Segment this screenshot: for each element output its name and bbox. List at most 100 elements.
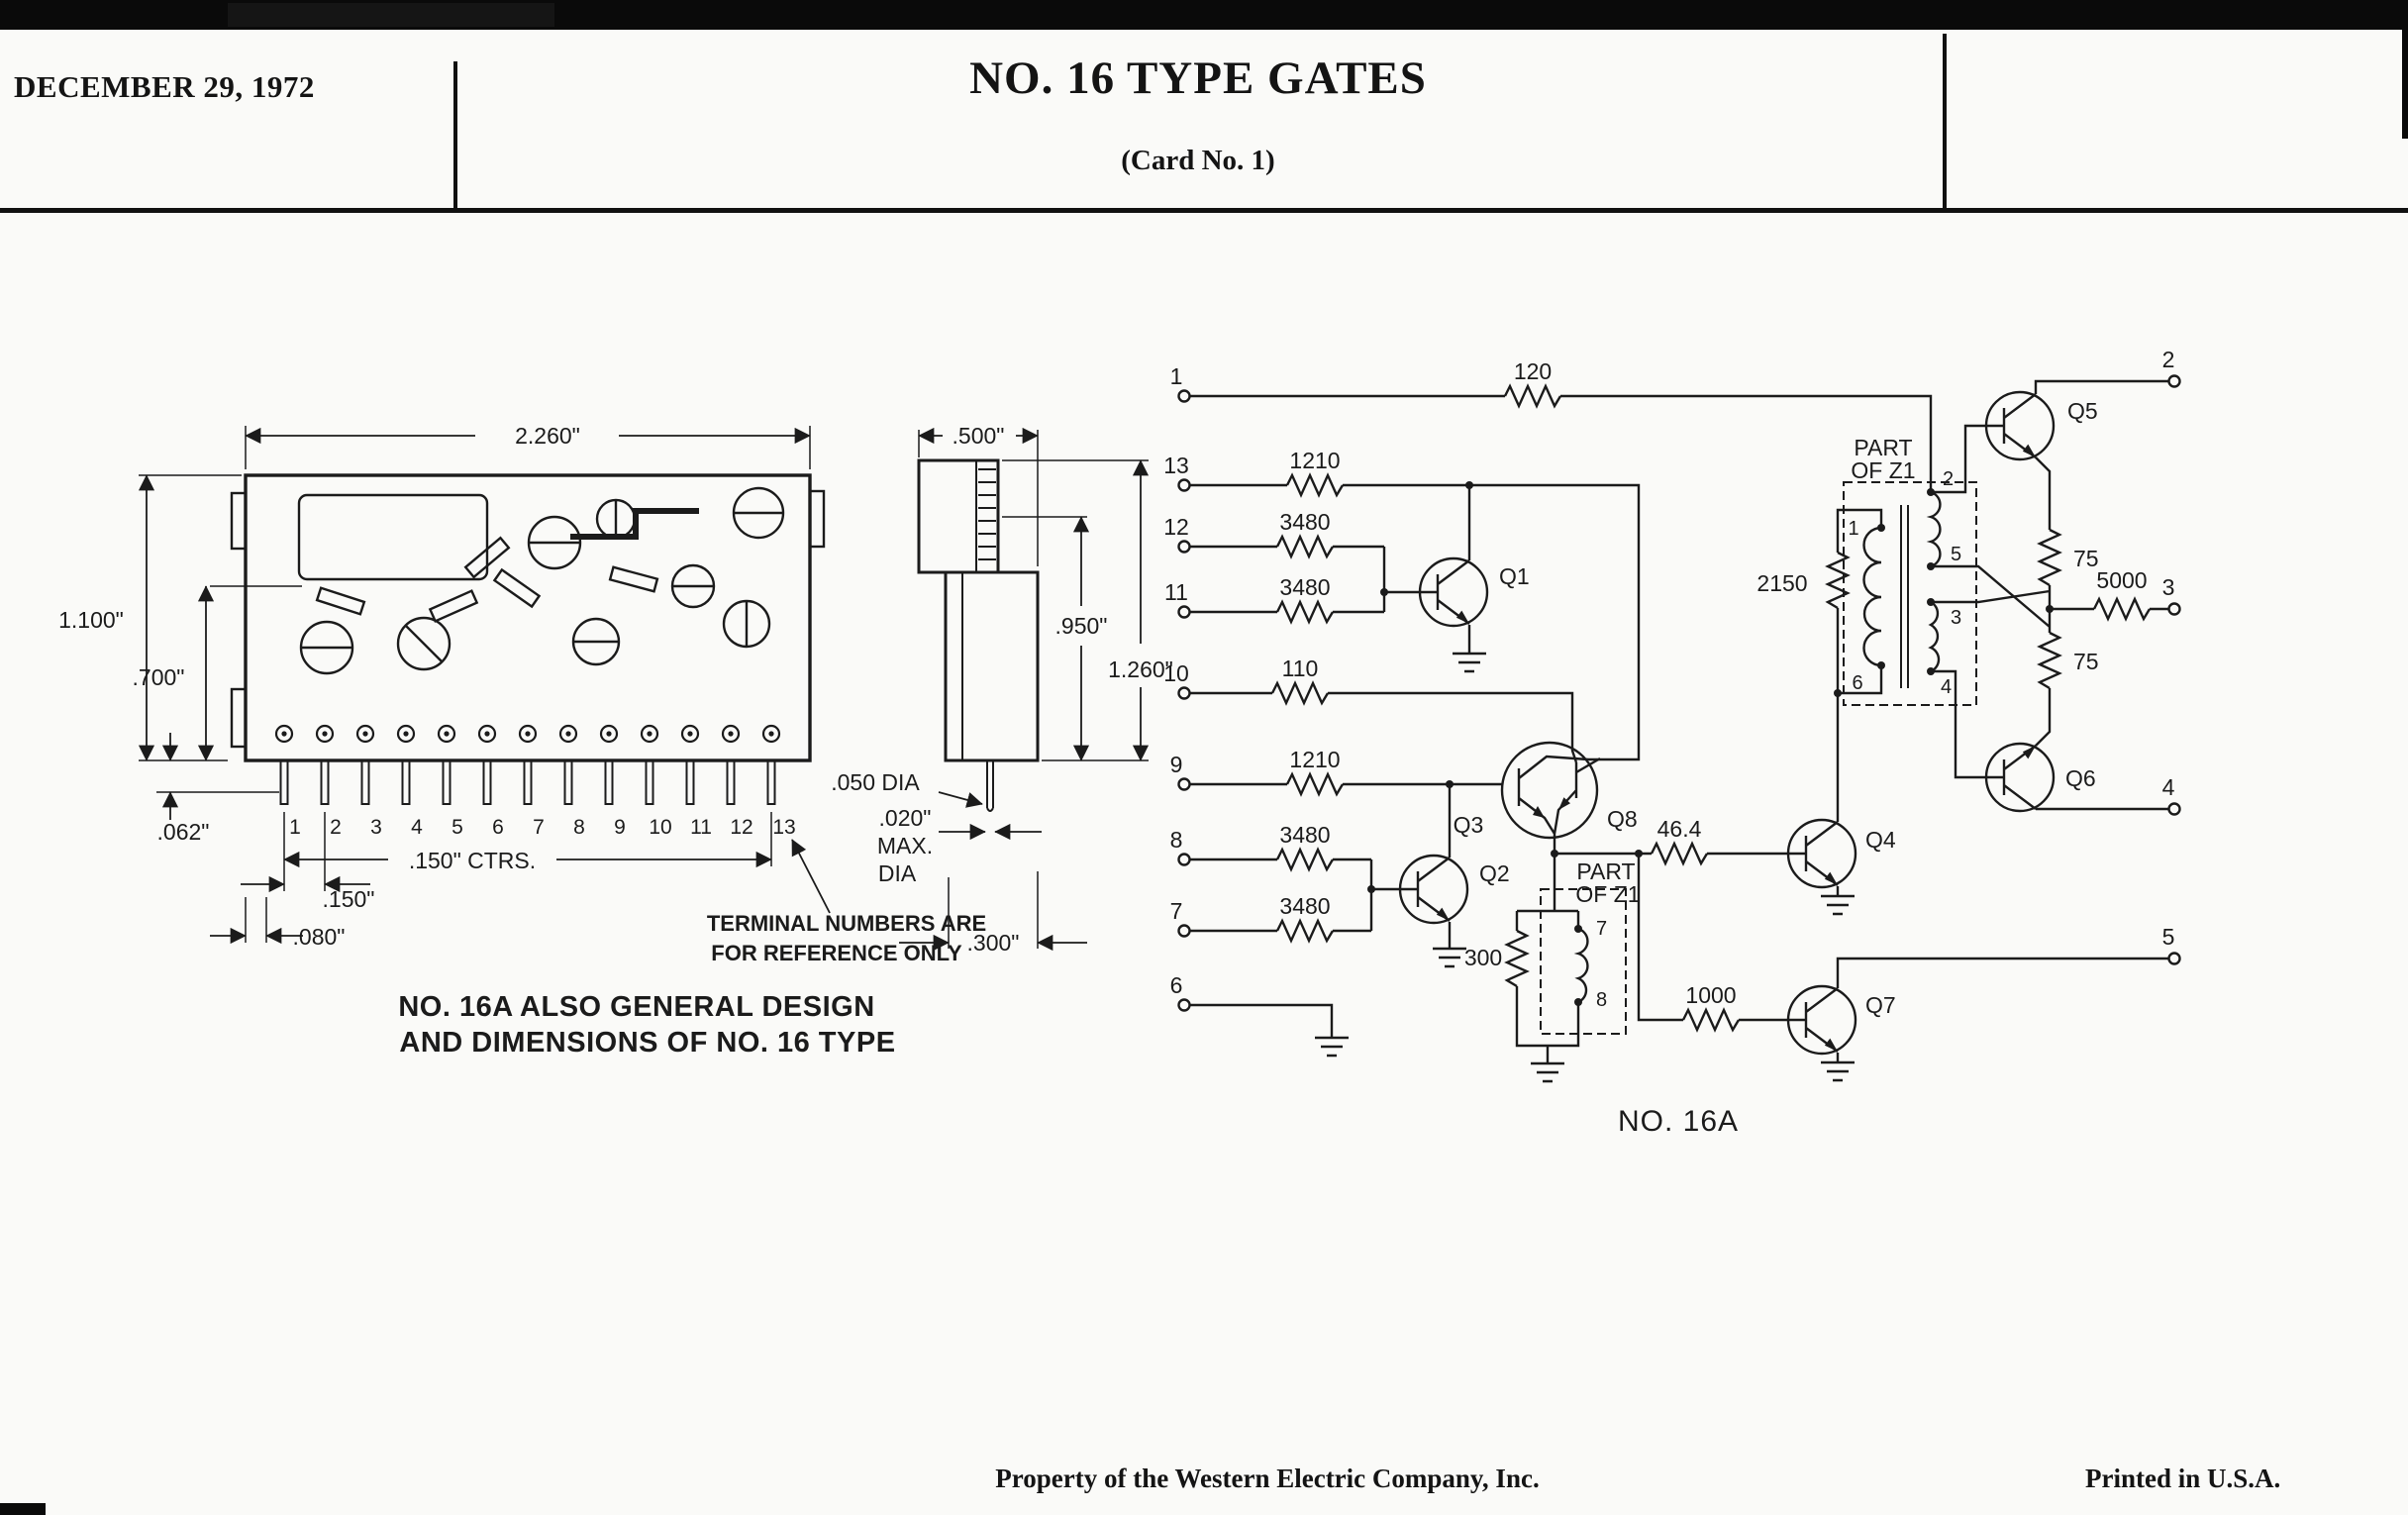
pin-number: 4 bbox=[411, 816, 423, 839]
pin-number: 10 bbox=[649, 816, 671, 839]
transformer-z1a bbox=[1843, 481, 1977, 706]
dim-pin-dia-max-2: MAX. bbox=[877, 833, 933, 858]
side-view-drawing bbox=[899, 427, 1150, 952]
transistor-label: Q5 bbox=[2067, 398, 2098, 424]
pin-number: 1 bbox=[289, 816, 301, 839]
dim-pin-pitch: .150" bbox=[323, 886, 375, 912]
z1a-label-line2: OF Z1 bbox=[1851, 457, 1915, 483]
dim-pin-dia-max-1: .020" bbox=[879, 805, 932, 831]
terminal-label: 2 bbox=[2162, 347, 2175, 372]
terminal-label: 9 bbox=[1170, 752, 1183, 777]
pin-number: 3 bbox=[370, 816, 382, 839]
scan-edge-artifact bbox=[2402, 30, 2408, 139]
dim-pin-span: .300" bbox=[967, 930, 1020, 956]
transistor-label: Q4 bbox=[1865, 827, 1896, 853]
resistor-value: 110 bbox=[1282, 656, 1319, 681]
pin-number: 8 bbox=[573, 816, 585, 839]
junction-dots bbox=[1367, 481, 2054, 1006]
pin-number: 13 bbox=[772, 816, 795, 839]
terminal-circles bbox=[274, 724, 781, 744]
side-view-labels: .500" .950" 1.260" .050 DIA .020" MAX. D… bbox=[831, 423, 1173, 956]
pin-number: 7 bbox=[533, 816, 545, 839]
xfmr-pin-label: 6 bbox=[1852, 672, 1862, 694]
terminal-label: 8 bbox=[1170, 827, 1183, 853]
z1a-label-line1: PART bbox=[1854, 435, 1912, 460]
transistor-label: Q3 bbox=[1454, 812, 1484, 838]
transistor-label: Q1 bbox=[1499, 563, 1530, 589]
transistor-label: Q7 bbox=[1865, 992, 1896, 1018]
document-date: DECEMBER 29, 1972 bbox=[14, 69, 315, 104]
terminal-open-circles bbox=[1177, 374, 2181, 1012]
schematic-wires bbox=[1190, 379, 2168, 1054]
design-note-line1: NO. 16A ALSO GENERAL DESIGN bbox=[398, 991, 874, 1023]
xfmr-pin-label: 1 bbox=[1848, 518, 1858, 540]
dim-side-width: .500" bbox=[953, 423, 1005, 449]
resistor-value: 75 bbox=[2073, 649, 2099, 674]
dim-card-inner: .700" bbox=[133, 664, 185, 690]
dim-side-total: 1.260" bbox=[1108, 656, 1173, 682]
front-dimension-lines bbox=[138, 427, 831, 945]
paper-background bbox=[0, 30, 2408, 1515]
resistor-value: 5000 bbox=[2096, 567, 2147, 593]
card-components bbox=[297, 486, 785, 675]
front-extension-lines bbox=[139, 426, 811, 943]
terminal-label: 5 bbox=[2162, 924, 2175, 950]
terminal-label: 4 bbox=[2162, 774, 2175, 800]
design-note-line2: AND DIMENSIONS OF NO. 16 TYPE bbox=[399, 1027, 895, 1059]
terminal-label: 6 bbox=[1170, 972, 1183, 998]
schematic-drawing bbox=[1177, 374, 2181, 1083]
pin-number: 6 bbox=[492, 816, 504, 839]
xfmr-pin-label: 2 bbox=[1943, 468, 1954, 490]
dim-pin-offset: .062" bbox=[157, 819, 210, 845]
resistor-value: 1000 bbox=[1685, 982, 1736, 1008]
schematic-title: NO. 16A bbox=[1618, 1105, 1739, 1138]
dim-card-width: 2.260" bbox=[515, 423, 580, 449]
front-view-drawing bbox=[138, 426, 831, 945]
resistor-value: 3480 bbox=[1279, 574, 1330, 600]
q3-emitter-arrow bbox=[1533, 806, 1545, 818]
resistor-value: 300 bbox=[1464, 945, 1502, 970]
dim-edge: .080" bbox=[293, 924, 346, 950]
terminal-label: 12 bbox=[1163, 514, 1189, 540]
transistor-label: Q2 bbox=[1479, 860, 1510, 886]
terminal-label: 13 bbox=[1163, 453, 1189, 478]
resistor-value: 2150 bbox=[1756, 570, 1807, 596]
terminal-note-line1: TERMINAL NUMBERS ARE bbox=[707, 911, 986, 936]
resistor-value: 3480 bbox=[1279, 509, 1330, 535]
xfmr-pin-label: 4 bbox=[1941, 676, 1952, 698]
xfmr-pin-label: 8 bbox=[1596, 989, 1607, 1011]
scan-corner-artifact bbox=[0, 1503, 46, 1515]
pin-number: 9 bbox=[614, 816, 626, 839]
pin-numbers: 1 2 3 4 5 6 7 8 9 10 11 12 13 bbox=[289, 816, 796, 839]
card-edge-tabs bbox=[230, 489, 826, 749]
dim-pin-dia-max-3: DIA bbox=[878, 860, 917, 886]
terminal-label: 11 bbox=[1164, 579, 1188, 605]
dim-pin-dia: .050 DIA bbox=[831, 769, 920, 795]
terminal-note-line2: FOR REFERENCE ONLY bbox=[711, 941, 962, 965]
pin-number: 11 bbox=[690, 816, 712, 839]
scan-artifact bbox=[228, 3, 554, 27]
resistor-value: 120 bbox=[1514, 358, 1552, 384]
terminal-label: 10 bbox=[1163, 660, 1189, 686]
document-subtitle: (Card No. 1) bbox=[1121, 145, 1275, 176]
scan-black-band bbox=[0, 0, 2408, 30]
terminal-label: 7 bbox=[1170, 898, 1183, 924]
dim-side-body: .950" bbox=[1055, 613, 1108, 639]
transformer-z1b bbox=[1540, 888, 1627, 1035]
side-dimension-lines bbox=[899, 427, 1150, 952]
footer-printed-notice: Printed in U.S.A. bbox=[2085, 1464, 2281, 1493]
front-view-labels: 2.260" 1.100" .700" .062" .150" .080" .1… bbox=[58, 423, 986, 1059]
transistor-label: Q6 bbox=[2065, 765, 2096, 791]
resistor-value: 1210 bbox=[1289, 747, 1340, 772]
header-divider-right bbox=[1943, 34, 1947, 208]
dim-centers: .150" CTRS. bbox=[409, 848, 536, 873]
z1b-label-line1: PART bbox=[1576, 858, 1635, 884]
resistor-value: 75 bbox=[2073, 546, 2099, 571]
xfmr-pin-label: 7 bbox=[1596, 918, 1607, 940]
card-pins bbox=[279, 759, 776, 805]
header-divider-left bbox=[453, 61, 457, 208]
dim-card-height: 1.100" bbox=[58, 607, 124, 633]
resistor-value: 46.4 bbox=[1657, 816, 1702, 842]
